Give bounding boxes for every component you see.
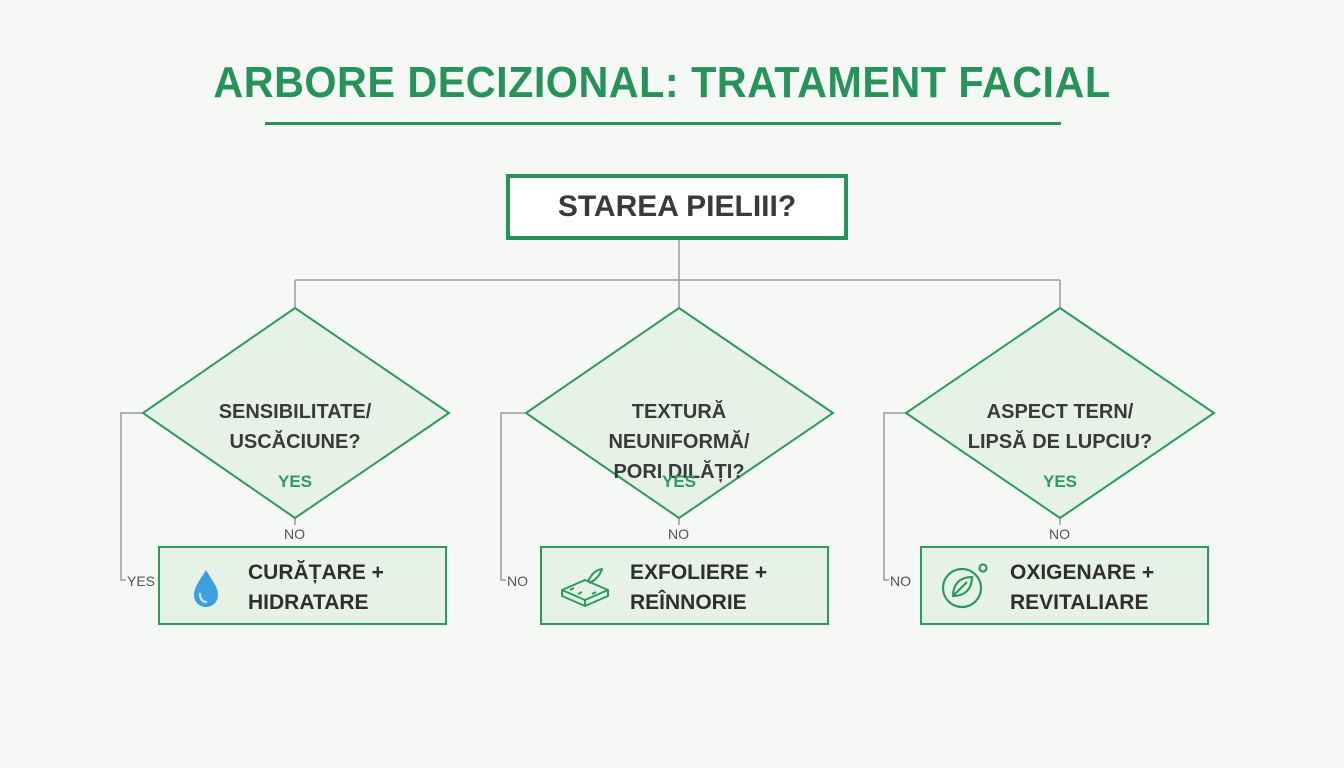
treatment-1-line-2: HIDRATARE [248, 591, 369, 614]
no-label-3: NO [1049, 526, 1070, 542]
branch-3-side-line [883, 412, 906, 581]
treatment-2-line-2: REÎNNORIE [630, 591, 747, 614]
treatment-3-line-1: OXIGENARE + [1010, 561, 1155, 584]
treatment-1-line-1: CURĂȚARE + [248, 561, 384, 584]
branch-2-side-line [500, 412, 526, 581]
question-1-line-1: SENSIBILITATE/ [218, 401, 372, 423]
treatment-box-2: EXFOLIERE + REÎNNORIE [540, 546, 829, 625]
water-drop-icon [194, 570, 218, 607]
decision-question-2: TEXTURĂ NEUNIFORMĂ/ PORI DILĂȚI? [559, 397, 799, 487]
no-label-2: NO [668, 526, 689, 542]
question-3-line-2: LIPSĂ DE LUPCIU? [967, 431, 1153, 453]
treatment-3-line-2: REVITALIARE [1010, 591, 1149, 614]
no-label-1: NO [284, 526, 305, 542]
decision-diamond-2 [524, 306, 835, 520]
decision-diamond-1 [141, 306, 451, 520]
question-1-line-2: USCĂCIUNE? [229, 431, 361, 453]
side-label-3: NO [890, 573, 911, 589]
yes-label-3: YES [1042, 472, 1078, 491]
side-label-1: YES [127, 573, 156, 589]
page-title: ARBORE DECIZIONAL: TRATAMENT FACIAL [213, 58, 1111, 107]
leaf-oxygen-icon [941, 563, 988, 609]
branch-1-side-line [120, 412, 143, 581]
side-label-2: NO [507, 573, 528, 589]
question-2-line-1: TEXTURĂ NEUNIFORMĂ/ [608, 401, 750, 453]
treatment-label-2: EXFOLIERE + REÎNNORIE [630, 558, 820, 618]
treatment-label-1: CURĂȚARE + HIDRATARE [248, 558, 438, 618]
treatment-box-3: OXIGENARE + REVITALIARE [920, 546, 1209, 625]
root-question-box: STAREA PIELIII? [506, 174, 848, 240]
yes-label-1: YES [277, 472, 313, 491]
treatment-2-line-1: EXFOLIERE + [630, 561, 768, 584]
exfoliation-pad-icon [561, 568, 609, 607]
title-divider [265, 122, 1061, 125]
question-3-line-1: ASPECT TERN/ [986, 401, 1134, 423]
treatment-box-1: CURĂȚARE + HIDRATARE [158, 546, 447, 625]
decision-question-1: SENSIBILITATE/ USCĂCIUNE? [175, 397, 415, 457]
yes-label-2: YES [661, 472, 697, 491]
question-2-line-2: PORI DILĂȚI? [613, 461, 745, 483]
decision-question-3: ASPECT TERN/ LIPSĂ DE LUPCIU? [940, 397, 1180, 457]
decision-diamond-3 [904, 306, 1216, 520]
treatment-label-3: OXIGENARE + REVITALIARE [1010, 558, 1200, 618]
